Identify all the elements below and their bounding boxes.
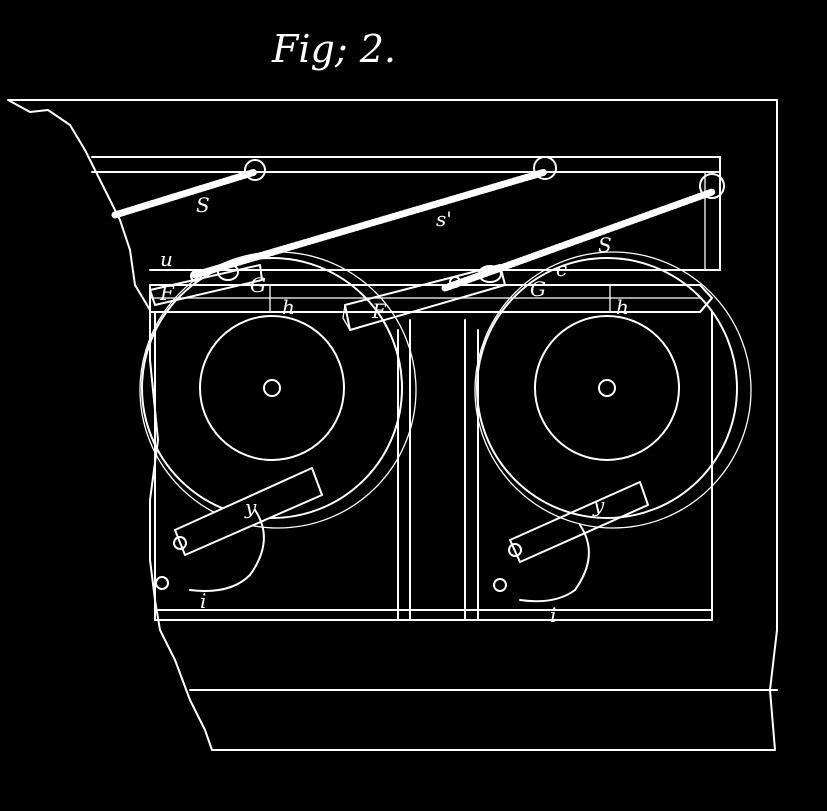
- label-s-right: S: [598, 233, 612, 257]
- label-c-right: c: [556, 257, 567, 281]
- right-crank: y i: [493, 481, 649, 627]
- label-f-center: F: [371, 299, 387, 323]
- label-h-left: h: [282, 295, 295, 319]
- label-s-middle: s': [436, 207, 452, 231]
- top-pulleys: [244, 156, 725, 199]
- label-f-left: F: [159, 281, 175, 305]
- label-u-left: u: [160, 247, 173, 271]
- figure-title: Fig; 2.: [271, 27, 396, 71]
- left-crank: y i: [155, 467, 323, 613]
- left-lever-f: F: [149, 263, 263, 306]
- center-lever-f: F: [342, 264, 506, 331]
- right-drum: [474, 251, 752, 529]
- ropes: [111, 168, 716, 292]
- outer-frame: [7, 99, 778, 751]
- label-i-right: i: [550, 603, 556, 627]
- crossbar: [149, 284, 713, 313]
- label-h-right: h: [616, 295, 629, 319]
- label-g-left: G: [250, 273, 266, 297]
- left-drum: [139, 251, 417, 529]
- label-y-right: y: [592, 493, 605, 517]
- label-g-right: G: [530, 277, 546, 301]
- label-i-left: i: [200, 589, 206, 613]
- label-s-top-left: S: [196, 193, 210, 217]
- label-y-left: y: [244, 495, 257, 519]
